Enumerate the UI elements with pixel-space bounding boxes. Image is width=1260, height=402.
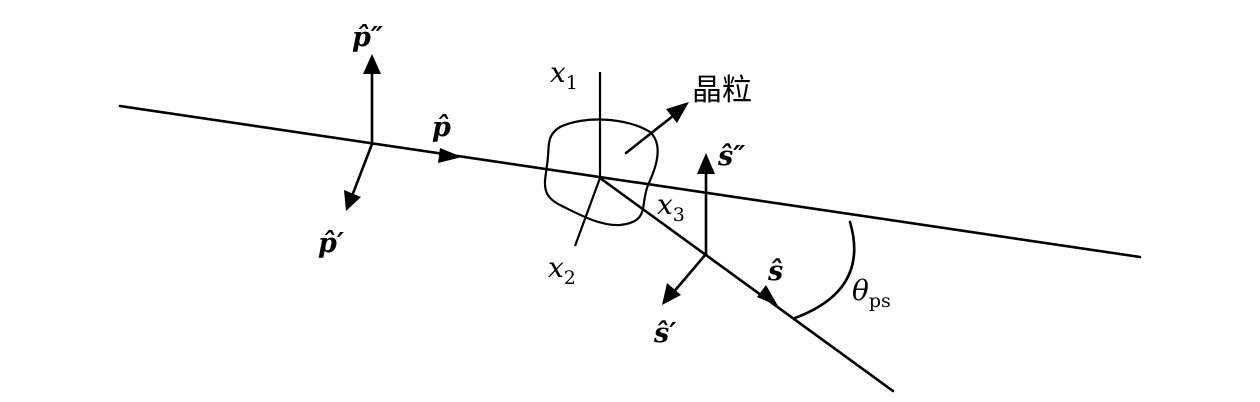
label-s-prime: ŝ′ bbox=[653, 318, 676, 349]
grain-pointer-arrowhead bbox=[666, 102, 689, 123]
label-p-hat: p̂ bbox=[432, 112, 451, 143]
label-p-prime: p̂′ bbox=[318, 228, 344, 259]
p-hat-arrowhead bbox=[438, 148, 462, 163]
label-theta-base: θ bbox=[852, 274, 869, 307]
label-x1-sub: 1 bbox=[566, 72, 578, 94]
p-frame bbox=[344, 54, 462, 211]
label-x3-sub: 3 bbox=[673, 204, 685, 226]
label-p-double-prime: p̂″ bbox=[352, 22, 383, 53]
s-hat-arrowhead bbox=[757, 285, 778, 306]
s-prime-arrowhead bbox=[662, 283, 681, 305]
s-double-prime-arrowhead bbox=[697, 153, 715, 174]
s-prime-vector bbox=[670, 252, 708, 296]
label-x2: x2 bbox=[548, 251, 576, 289]
theta-ps-arc bbox=[793, 220, 856, 320]
label-x3: x3 bbox=[657, 188, 685, 226]
label-x2-sub: 2 bbox=[564, 267, 576, 289]
label-s-hat: ŝ bbox=[767, 256, 783, 287]
grain-pointer-line bbox=[624, 110, 680, 155]
label-x1-base: x bbox=[550, 56, 566, 89]
label-x2-base: x bbox=[548, 251, 564, 284]
crystal-axes bbox=[573, 72, 602, 247]
label-x3-base: x bbox=[657, 188, 673, 221]
s-frame bbox=[662, 153, 778, 306]
p-double-prime-arrowhead bbox=[363, 54, 381, 74]
label-s-double-prime: ŝ″ bbox=[717, 141, 745, 172]
incident-beam-line bbox=[118, 104, 1142, 259]
label-grain: 晶粒 bbox=[692, 73, 752, 108]
label-theta-ps: θps bbox=[852, 274, 891, 312]
label-x1: x1 bbox=[550, 56, 578, 94]
grain-outline bbox=[543, 118, 659, 227]
p-prime-arrowhead bbox=[344, 190, 361, 211]
label-theta-sub: ps bbox=[869, 290, 891, 312]
p-prime-vector bbox=[350, 142, 374, 198]
scattered-beam-line bbox=[598, 176, 895, 393]
x2-axis bbox=[573, 177, 602, 247]
